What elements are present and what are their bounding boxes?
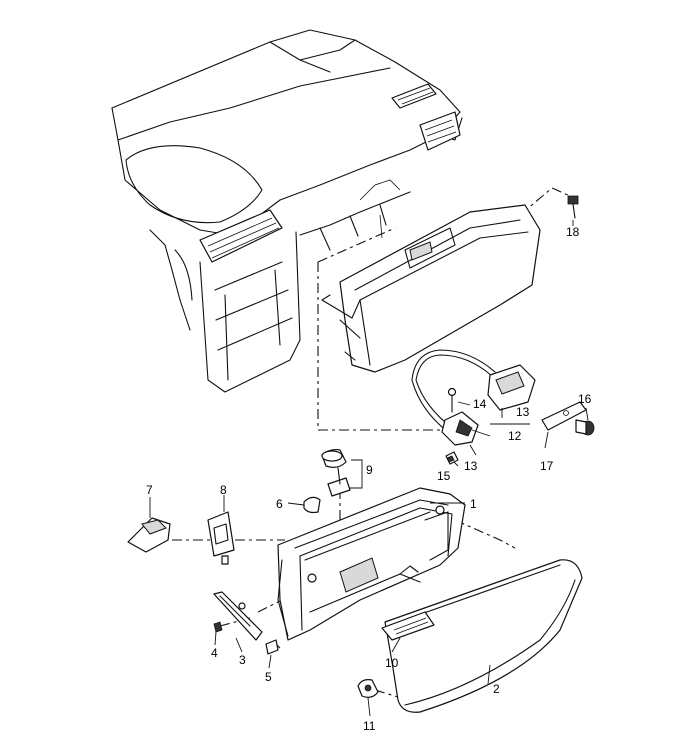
callout-1: 1 (470, 497, 477, 511)
callout-13-switch: 13 (464, 459, 478, 473)
callout-15: 15 (437, 469, 451, 483)
callout-12: 12 (508, 429, 522, 443)
glovebox-lid-2 (384, 559, 583, 713)
knob-16 (575, 419, 595, 436)
callout-13-group: 13 (516, 405, 530, 419)
dashboard-assembly (111, 29, 463, 393)
bracket-8 (207, 511, 235, 565)
callout-7: 7 (146, 483, 153, 497)
callout-9: 9 (366, 463, 373, 477)
callout-11: 11 (363, 719, 376, 733)
bumper-6 (303, 496, 321, 514)
damper-3 (213, 591, 263, 641)
screw-14 (447, 387, 457, 413)
clip-4 (213, 621, 223, 633)
callouts: 1 2 3 4 5 6 7 8 9 10 11 12 13 13 14 15 1… (146, 225, 592, 733)
clip-15 (445, 451, 459, 465)
callout-16: 16 (578, 392, 592, 406)
callout-18: 18 (566, 225, 580, 239)
callout-3: 3 (239, 653, 246, 667)
clip-5 (265, 639, 279, 655)
label-10 (381, 611, 435, 641)
callout-14: 14 (473, 397, 487, 411)
striker-7 (127, 517, 171, 553)
upper-glovebox-housing (321, 204, 541, 373)
callout-6: 6 (276, 497, 283, 511)
callout-5: 5 (265, 670, 272, 684)
bumper-9 (321, 448, 351, 497)
lock-cable-assembly (411, 349, 536, 446)
hinge-11 (357, 679, 379, 698)
callout-17: 17 (540, 459, 554, 473)
callout-2: 2 (493, 682, 500, 696)
bolt-18 (567, 195, 579, 219)
callout-4: 4 (211, 646, 218, 660)
leader-lines (149, 220, 589, 717)
callout-8: 8 (220, 483, 227, 497)
callout-10: 10 (385, 656, 399, 670)
glovebox-tub-1 (277, 487, 466, 641)
